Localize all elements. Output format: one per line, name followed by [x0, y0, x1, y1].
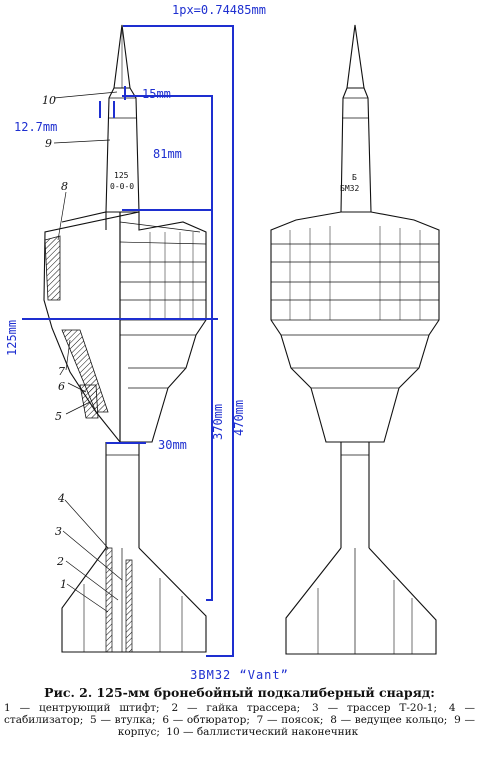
- scale-label: 1px=0.74485mm: [172, 3, 266, 17]
- dim-470mm-label: 470mm: [232, 400, 246, 436]
- callout-9: 9: [45, 137, 52, 150]
- left-marking-line2: 0-0-0: [110, 182, 134, 191]
- right-penetrator-body: [340, 87, 372, 213]
- dim-30mm-label: 30mm: [158, 438, 187, 452]
- callout-8: 8: [61, 180, 68, 193]
- caption-block: 3BM32 “Vant” Рис. 2. 125-мм бронебойный …: [4, 668, 475, 738]
- callout-leaders: [53, 91, 123, 613]
- designation-label: 3BM32 “Vant”: [190, 668, 289, 682]
- legend-item: 2 — гайка трассера;: [171, 702, 301, 714]
- dim-12-7mm-label: 12.7mm: [14, 120, 57, 134]
- right-ballistic-tip: [346, 24, 365, 89]
- callout-7: 7: [58, 365, 65, 378]
- callout-1: 1: [60, 578, 67, 591]
- left-stabilizer: [61, 547, 207, 653]
- legend-item: 3 — трассер Т-20-1;: [312, 702, 438, 714]
- left-marking-line1: 125: [114, 171, 129, 180]
- legend-item: 7 — поясок;: [256, 714, 324, 726]
- callout-6: 6: [58, 380, 65, 393]
- dim-370mm-label: 370mm: [211, 404, 225, 440]
- callout-5: 5: [55, 410, 62, 423]
- callout-10: 10: [42, 94, 56, 107]
- legend-item: 5 — втулка;: [90, 714, 156, 726]
- dim-125mm-label: 125mm: [5, 320, 19, 356]
- right-marking-line1: Б: [352, 173, 357, 182]
- legend-item: 8 — ведущее кольцо;: [330, 714, 448, 726]
- right-sabot: [270, 211, 440, 443]
- right-stabilizer: [285, 547, 437, 655]
- legend-item: 10 — баллистический наконечник: [166, 726, 359, 738]
- legend-item: 9 — корпус;: [117, 714, 475, 738]
- dim-15mm-label: 15mm: [142, 87, 171, 101]
- callout-4: 4: [57, 492, 65, 505]
- left-projectile-sectioned: [43, 24, 207, 653]
- right-tail-tube: [340, 442, 370, 548]
- legend-item: 4 — стабилизатор;: [4, 702, 475, 726]
- left-penetrator-body: [105, 87, 140, 213]
- callout-2: 2: [56, 555, 64, 568]
- callout-3: 3: [55, 525, 62, 538]
- legend-item: 6 — обтюратор;: [162, 714, 250, 726]
- right-projectile-exterior: [270, 24, 440, 655]
- projectile-diagram: 125 0-0-0 Б БМ32: [5, 3, 440, 657]
- left-sabot: [43, 211, 207, 443]
- legend-item: 1 — центрующий штифт;: [4, 702, 160, 714]
- caption-legend: 1 — центрующий штифт; 2 — гайка трассера…: [4, 702, 475, 738]
- caption-title: Рис. 2. 125-мм бронебойный подкалиберный…: [44, 685, 435, 700]
- dim-81mm-label: 81mm: [153, 147, 182, 161]
- left-tail-tube: [105, 442, 140, 548]
- right-marking-line2: БМ32: [340, 184, 359, 193]
- dimension-lines: [22, 25, 234, 657]
